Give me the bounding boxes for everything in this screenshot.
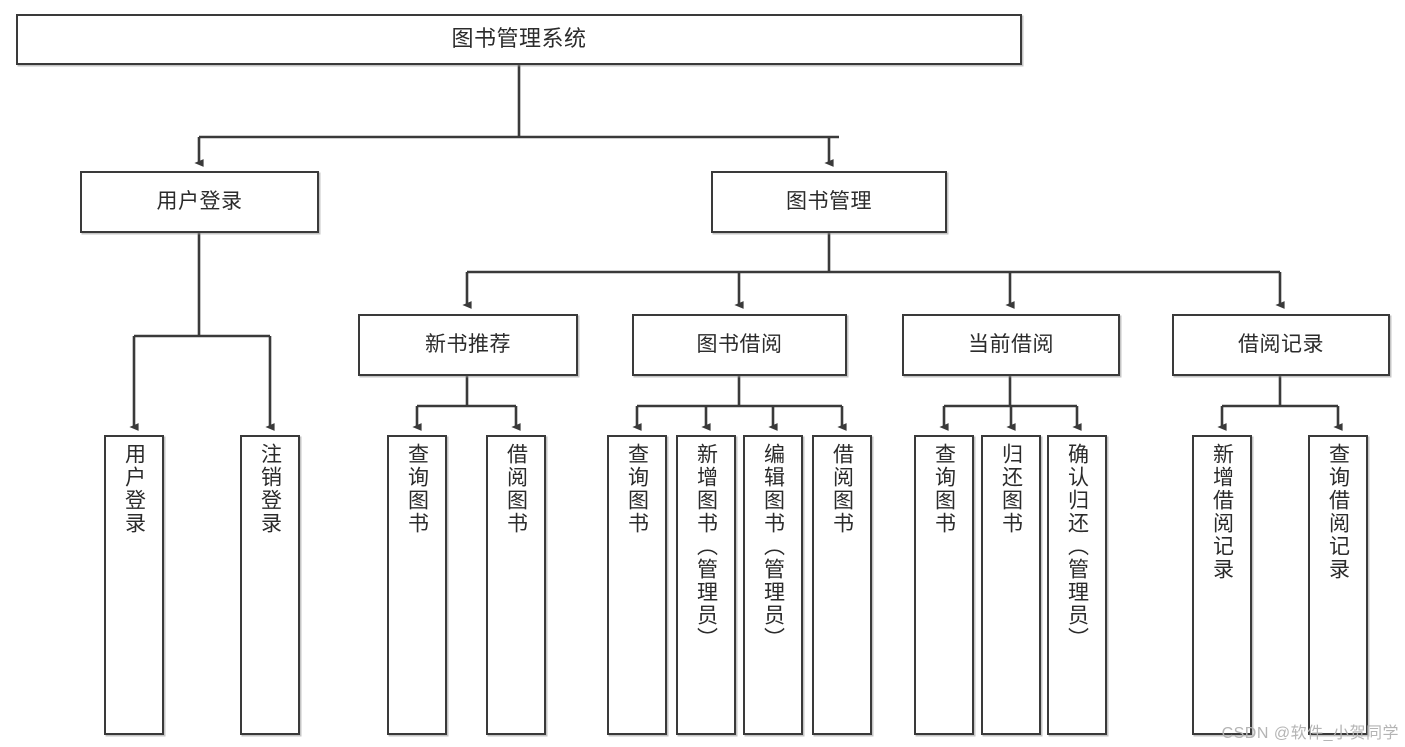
leaf-logout-login[interactable]: 注销登录 bbox=[240, 435, 300, 735]
node-user-login[interactable]: 用户登录 bbox=[80, 171, 319, 233]
node-label: 编辑图书（管理员） bbox=[761, 443, 785, 650]
node-label: 查询图书 bbox=[405, 443, 429, 535]
node-book-manage[interactable]: 图书管理 bbox=[711, 171, 947, 233]
leaf-confirm-return[interactable]: 确认归还（管理员） bbox=[1047, 435, 1107, 735]
node-label: 查询图书 bbox=[932, 443, 956, 535]
leaf-query-book-3[interactable]: 查询图书 bbox=[914, 435, 974, 735]
leaf-edit-book[interactable]: 编辑图书（管理员） bbox=[743, 435, 803, 735]
watermark-text: CSDN @软件_小贺同学 bbox=[1221, 725, 1399, 742]
leaf-query-book-2[interactable]: 查询图书 bbox=[607, 435, 667, 735]
node-label: 用户登录 bbox=[122, 443, 146, 535]
node-label: 新书推荐 bbox=[425, 333, 511, 357]
node-book-borrow[interactable]: 图书借阅 bbox=[632, 314, 847, 376]
node-label: 借阅记录 bbox=[1238, 333, 1324, 357]
node-label: 确认归还（管理员） bbox=[1065, 443, 1089, 650]
node-label: 借阅图书 bbox=[504, 443, 528, 535]
leaf-query-record[interactable]: 查询借阅记录 bbox=[1308, 435, 1368, 735]
leaf-borrow-book-1[interactable]: 借阅图书 bbox=[486, 435, 546, 735]
node-label: 查询图书 bbox=[625, 443, 649, 535]
node-label: 图书管理系统 bbox=[451, 26, 587, 52]
leaf-add-record[interactable]: 新增借阅记录 bbox=[1192, 435, 1252, 735]
node-label: 用户登录 bbox=[156, 190, 243, 214]
node-root-system[interactable]: 图书管理系统 bbox=[16, 14, 1022, 65]
leaf-query-book-1[interactable]: 查询图书 bbox=[387, 435, 447, 735]
leaf-borrow-book-2[interactable]: 借阅图书 bbox=[812, 435, 872, 735]
node-label: 注销登录 bbox=[258, 443, 282, 535]
node-label: 归还图书 bbox=[999, 443, 1023, 535]
node-label: 查询借阅记录 bbox=[1326, 443, 1350, 581]
node-new-book-rec[interactable]: 新书推荐 bbox=[358, 314, 578, 376]
node-borrow-record[interactable]: 借阅记录 bbox=[1172, 314, 1390, 376]
leaf-add-book[interactable]: 新增图书（管理员） bbox=[676, 435, 736, 735]
node-label: 借阅图书 bbox=[830, 443, 854, 535]
node-label: 图书管理 bbox=[786, 190, 872, 214]
leaf-return-book[interactable]: 归还图书 bbox=[981, 435, 1041, 735]
node-label: 新增图书（管理员） bbox=[694, 443, 718, 650]
node-label: 当前借阅 bbox=[968, 333, 1054, 357]
node-label: 新增借阅记录 bbox=[1210, 443, 1234, 581]
node-label: 图书借阅 bbox=[696, 333, 783, 357]
leaf-user-login[interactable]: 用户登录 bbox=[104, 435, 164, 735]
node-current-borrow[interactable]: 当前借阅 bbox=[902, 314, 1120, 376]
